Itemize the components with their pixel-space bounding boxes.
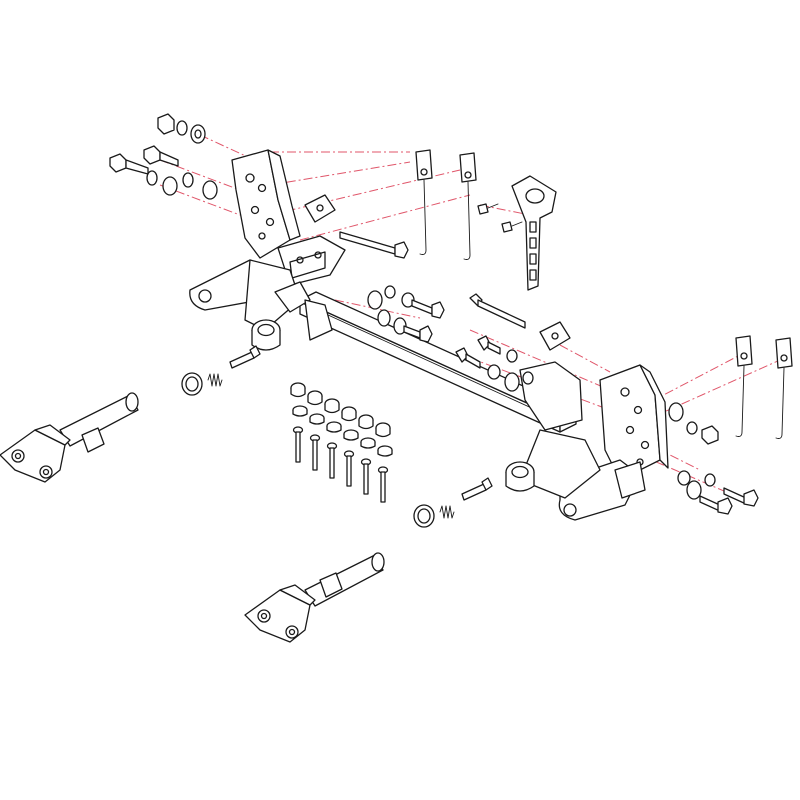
flat-washer (504, 372, 520, 392)
kit-fastener-stack (341, 406, 359, 487)
lock-washer (401, 292, 415, 308)
left-spacer-plate (304, 194, 336, 223)
left-mounting-bracket (189, 149, 346, 351)
hex-nut (701, 425, 719, 445)
left-fastener-set (109, 113, 218, 200)
small-screw (501, 221, 523, 233)
bolt-kit-array (290, 382, 393, 503)
lock-washer (704, 473, 716, 487)
right-long-bolt (469, 293, 526, 329)
lock-washer (677, 470, 691, 486)
right-side-fastener-set (668, 402, 759, 515)
hex-bolt (723, 487, 759, 507)
vertical-adjustment-bracket (511, 175, 557, 291)
left-long-bolt (339, 231, 409, 259)
safety-cable-clip (775, 337, 793, 439)
kit-fastener-stack (290, 382, 308, 463)
left-tab-arm (0, 392, 139, 483)
lock-washer (522, 371, 534, 385)
lock-washer (686, 421, 698, 435)
right-mounting-bracket (505, 361, 669, 521)
lock-washer (384, 285, 396, 299)
flat-washer (686, 480, 702, 500)
lock-washer (146, 170, 158, 186)
lower-tab-arm (244, 552, 385, 643)
flat-washer (202, 180, 218, 200)
flat-washer (668, 402, 684, 422)
left-spring (207, 373, 223, 387)
left-release-pin (229, 345, 261, 369)
safety-cable-clip (735, 335, 753, 437)
kit-bolt (360, 458, 372, 495)
flat-washer (393, 317, 407, 335)
right-release-pin (461, 477, 493, 501)
hex-bolt (109, 153, 149, 175)
right-retaining-ring (413, 504, 435, 528)
hex-nut (157, 113, 175, 135)
kit-bolt (377, 466, 389, 503)
safety-cable-clip (415, 149, 433, 255)
safety-cable-clip (459, 152, 477, 260)
kit-fastener-stack (324, 398, 342, 479)
lock-washer (487, 364, 501, 380)
hex-bolt (143, 145, 179, 167)
lock-washer (182, 172, 194, 188)
kit-fastener-stack (358, 414, 376, 495)
kit-fastener-stack (375, 422, 393, 503)
right-spring (439, 505, 455, 519)
right-spacer-plate (539, 321, 571, 351)
kit-bolt (326, 442, 338, 479)
left-retaining-ring (181, 372, 203, 396)
lock-washer (506, 349, 518, 363)
hex-bolt (699, 495, 733, 515)
flat-washer (162, 176, 178, 196)
lock-washer (377, 309, 391, 327)
small-screw (477, 203, 499, 215)
flat-washer (190, 124, 206, 144)
kit-bolt (343, 450, 355, 487)
kit-bolt (309, 434, 321, 471)
flat-washer (367, 290, 383, 310)
lock-washer (176, 120, 188, 136)
kit-fastener-stack (307, 390, 325, 471)
center-fastener-set-upper (367, 285, 445, 343)
kit-bolt (292, 426, 304, 463)
center-fastener-set-lower (455, 335, 534, 392)
